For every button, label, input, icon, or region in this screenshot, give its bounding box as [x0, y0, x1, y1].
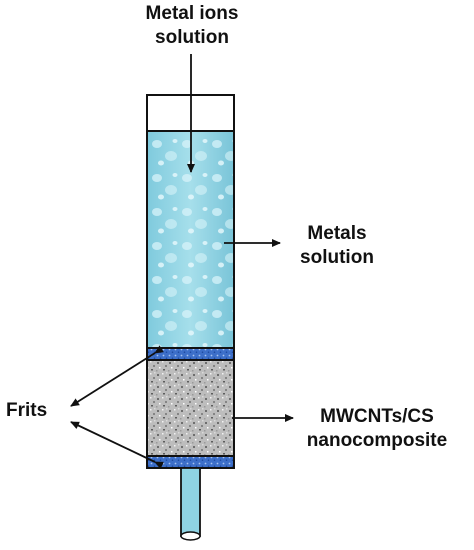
sorbent-label: MWCNTs/CS nanocomposite: [302, 405, 452, 453]
sorbent-label-line1: MWCNTs/CS: [320, 406, 434, 427]
frits-arrow-upper: [70, 345, 164, 407]
outlet-tube: [180, 467, 201, 537]
metals-label-line1: Metals: [307, 223, 367, 244]
metals-label-line2: solution: [300, 247, 374, 268]
lower-frit: [146, 455, 235, 469]
sorbent-label-line2: nanocomposite: [306, 430, 448, 451]
sorbent-bed: [146, 359, 235, 457]
frits-label-text: Frits: [6, 400, 48, 421]
frits-arrow-lower: [70, 421, 164, 470]
outlet-tube-opening: [180, 531, 201, 541]
inlet-label-line1: Metal ions: [145, 3, 239, 24]
inlet-solution-label: Metal ions solution: [112, 2, 272, 50]
metals-solution-label: Metals solution: [272, 222, 402, 270]
upper-frit: [146, 347, 235, 361]
frits-label: Frits: [6, 399, 66, 423]
inlet-label-line2: solution: [155, 27, 229, 48]
